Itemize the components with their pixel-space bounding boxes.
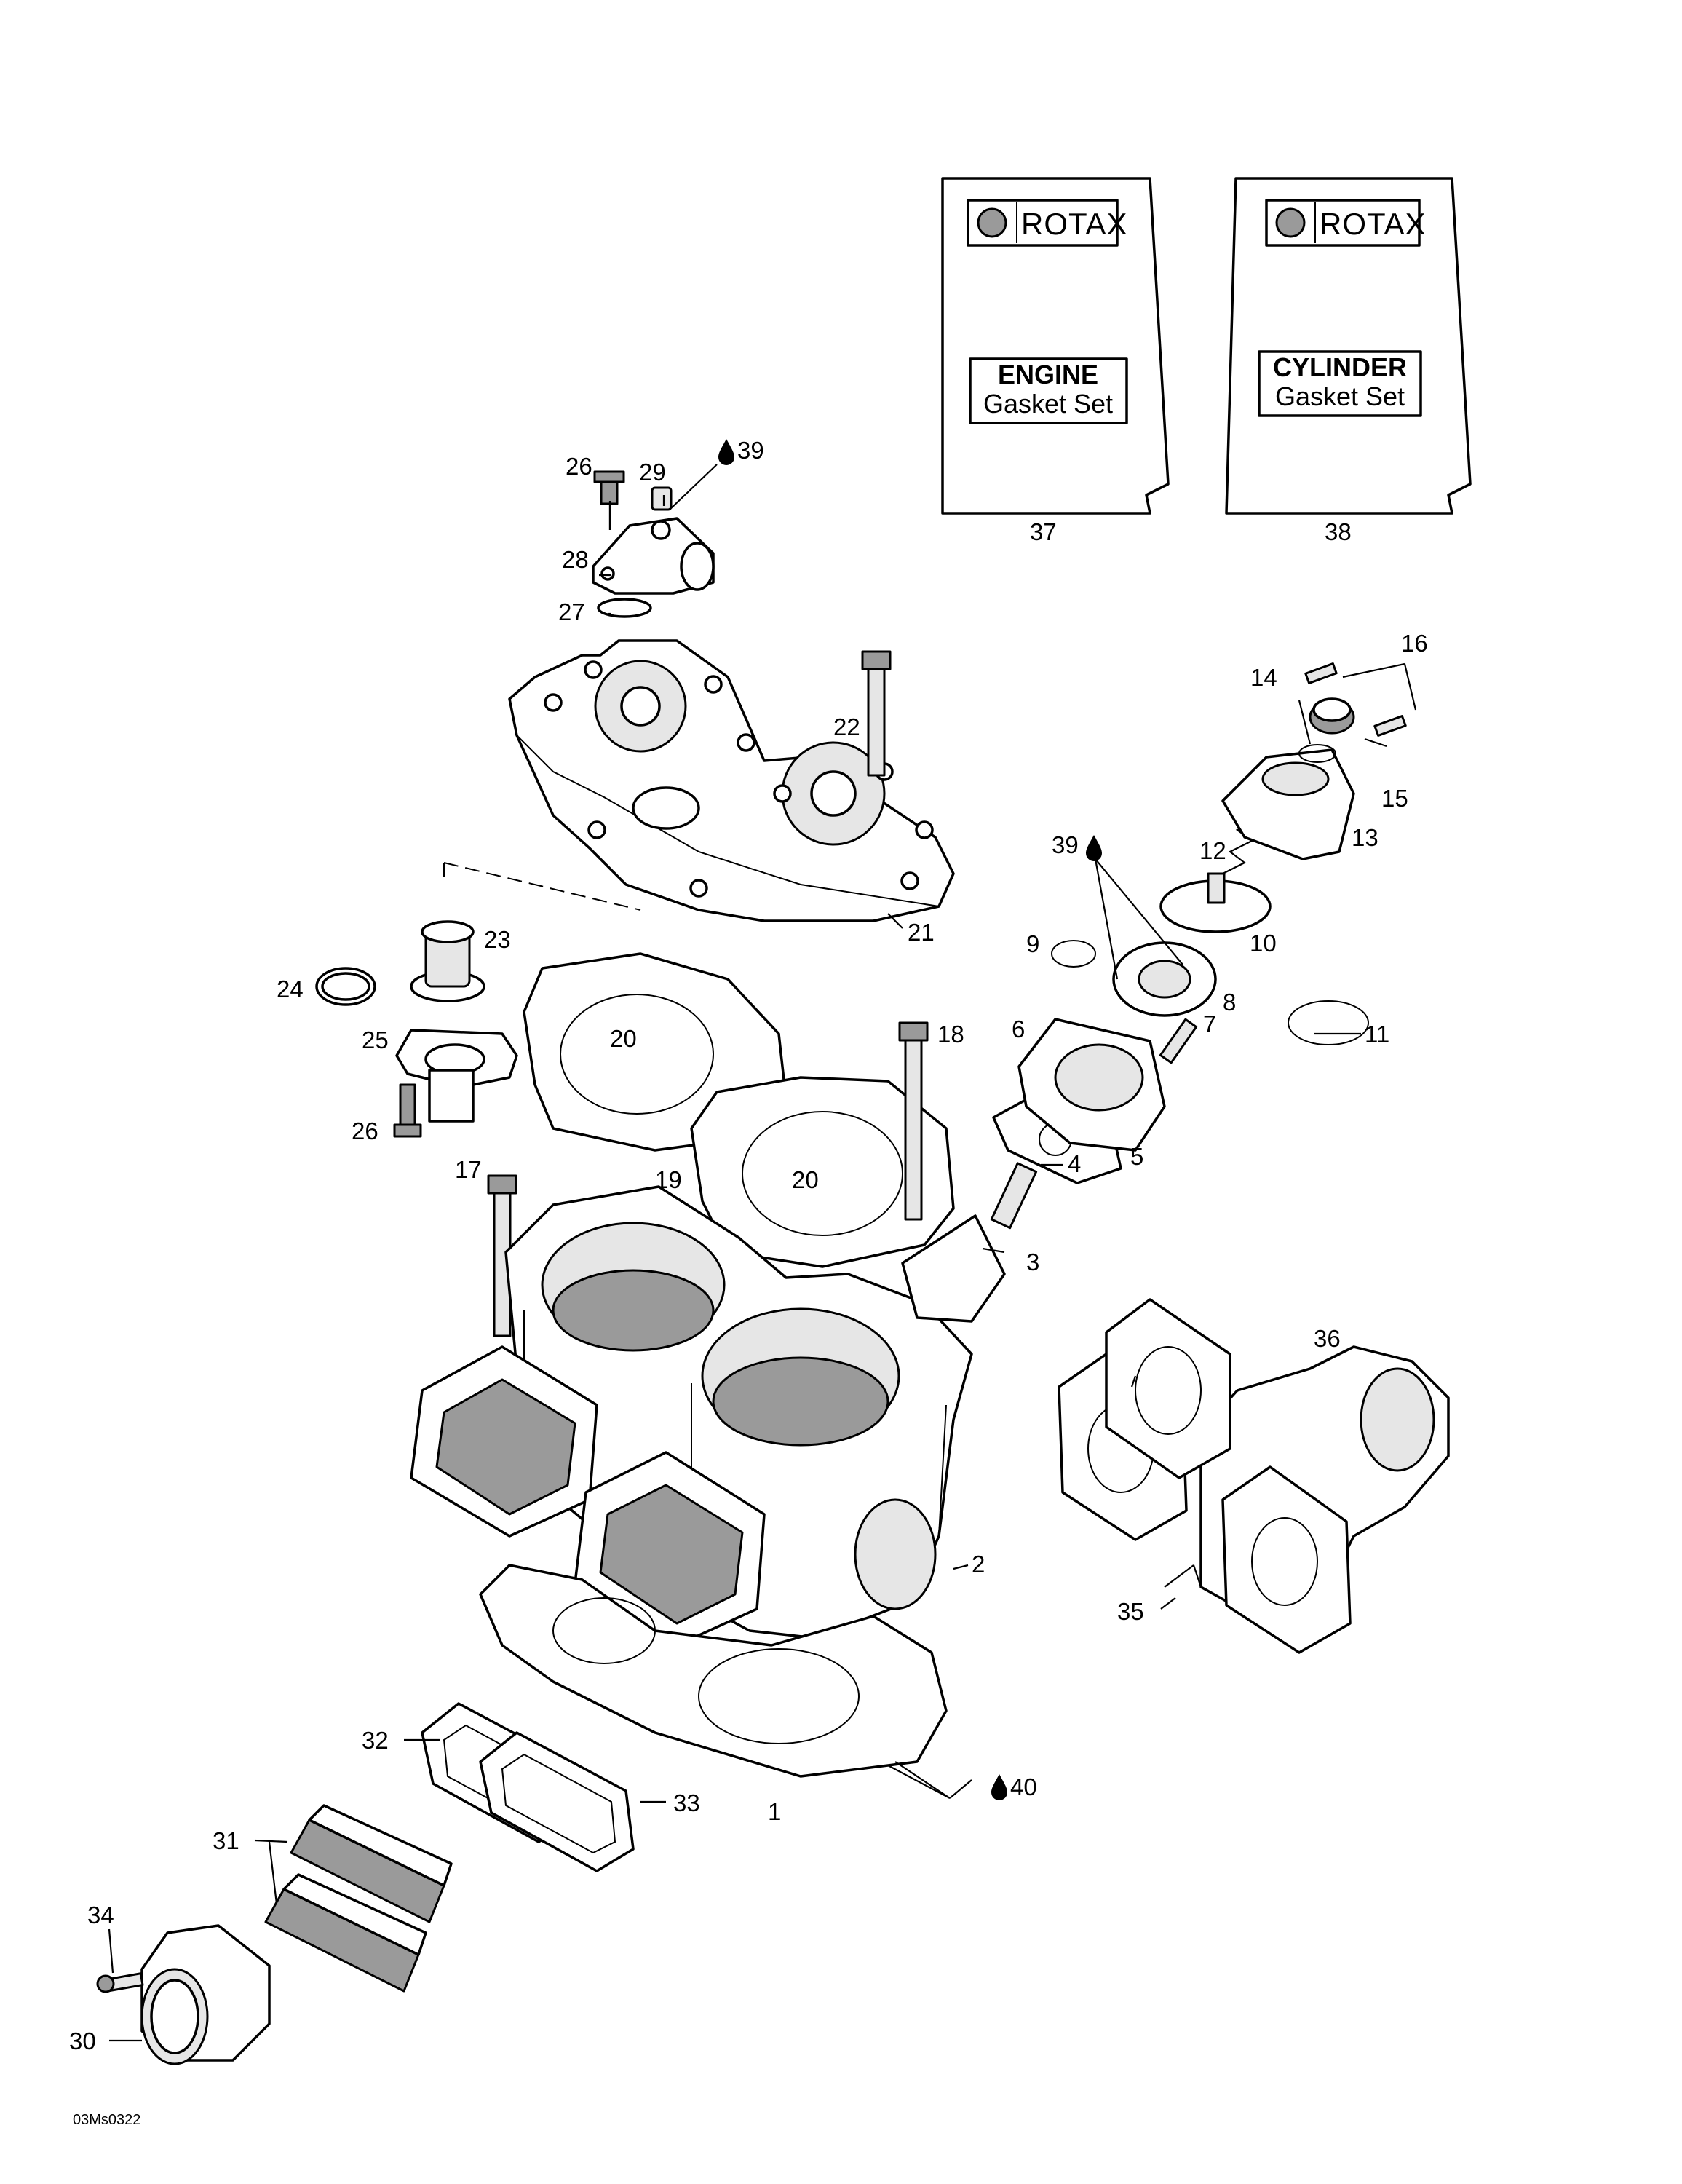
kit-subtitle: Gasket Set: [983, 389, 1113, 419]
callout-34: 34: [87, 1902, 114, 1928]
cylinder-head: [508, 639, 955, 922]
exhaust-valve: [901, 1162, 1038, 1323]
reed-block-gasket-33: [479, 1731, 635, 1872]
callout-20b: 20: [792, 1166, 819, 1193]
callout-26b: 26: [352, 1117, 378, 1144]
callout-18: 18: [937, 1021, 964, 1048]
callout-40: 40: [1010, 1773, 1037, 1800]
kit-title: CYLINDER: [1273, 352, 1407, 382]
callout-26a: 26: [566, 453, 592, 480]
kit-brand: ROTAX: [1320, 207, 1427, 241]
callout-37: 37: [1030, 518, 1057, 545]
exhaust-flange-gasket-35b: [1105, 1298, 1231, 1479]
callout-39a: 39: [737, 437, 764, 464]
reed-valve-31a: [290, 1804, 453, 1923]
callout-8: 8: [1223, 989, 1236, 1016]
callout-4: 4: [1068, 1150, 1081, 1177]
engine-gasket-kit: ROTAX ENGINE Gasket Set: [941, 177, 1170, 515]
callout-7: 7: [1203, 1010, 1216, 1037]
callout-2: 2: [972, 1551, 985, 1578]
callout-3: 3: [1026, 1249, 1039, 1275]
callout-29: 29: [639, 459, 666, 486]
intake-box-left: [410, 1345, 598, 1538]
thermostat-outlet-housing: [592, 470, 715, 618]
callout-labels: 1 2 3 4 5 6 7 8 9 10 11 12 13 14 15 16 1…: [69, 437, 1428, 2054]
callout-13: 13: [1352, 824, 1378, 851]
intake-manifold-30: [140, 1924, 271, 2065]
callout-5: 5: [1130, 1143, 1143, 1170]
callout-27: 27: [558, 598, 585, 625]
callout-9: 9: [1026, 930, 1039, 957]
valve-cover-plate-10: [1159, 872, 1272, 933]
callout-1: 1: [768, 1798, 781, 1825]
callout-33: 33: [673, 1789, 700, 1816]
kit-title: ENGINE: [998, 360, 1098, 389]
drop-icon: [991, 1774, 1007, 1800]
leader-lines: [108, 464, 1417, 2042]
intake-screw-34: [96, 1972, 144, 1993]
reed-valve-31b: [264, 1873, 427, 1993]
kit-brand: ROTAX: [1021, 207, 1128, 241]
callout-23: 23: [484, 926, 511, 953]
o-ring-9: [1051, 940, 1096, 968]
callout-31: 31: [213, 1827, 239, 1854]
callout-16: 16: [1401, 630, 1428, 657]
base-gasket: [479, 1564, 948, 1778]
callout-19: 19: [655, 1166, 682, 1193]
intake-box-right: [574, 1451, 766, 1647]
callout-15: 15: [1381, 785, 1408, 812]
callout-10: 10: [1250, 930, 1277, 957]
valve-housing: [1017, 1018, 1166, 1152]
callout-12: 12: [1199, 837, 1226, 864]
drop-icon: [718, 439, 734, 465]
thermostat-assembly: [315, 920, 518, 1138]
callout-21: 21: [908, 919, 935, 946]
housing-screw-7: [1159, 1018, 1198, 1064]
callout-28: 28: [562, 546, 589, 573]
o-ring-11: [1288, 1000, 1369, 1045]
callout-20a: 20: [610, 1025, 637, 1052]
callout-39b: 39: [1052, 831, 1079, 858]
cylinder-stud-18: [898, 1021, 929, 1221]
cap-15: [1309, 697, 1355, 735]
screw-16: [1304, 662, 1407, 737]
callout-38: 38: [1325, 518, 1352, 545]
callout-22: 22: [833, 713, 860, 740]
piston-8: [1112, 941, 1217, 1017]
valve-cover-13: [1221, 748, 1355, 860]
callout-30: 30: [69, 2027, 96, 2054]
callout-24: 24: [277, 976, 304, 1002]
cylinder-head-bolt: [861, 650, 892, 777]
callout-32: 32: [362, 1727, 389, 1754]
callout-6: 6: [1012, 1016, 1025, 1042]
drawing-code: 03Ms0322: [73, 2112, 140, 2128]
callout-25: 25: [362, 1026, 389, 1053]
drop-icon: [1086, 835, 1102, 861]
callout-11: 11: [1365, 1021, 1389, 1048]
callout-35: 35: [1117, 1598, 1144, 1625]
cylinder-gasket-kit: ROTAX CYLINDER Gasket Set: [1225, 177, 1472, 515]
o-ring-14: [1298, 744, 1336, 763]
callout-17: 17: [455, 1156, 482, 1183]
callout-14: 14: [1250, 664, 1277, 691]
callout-36: 36: [1314, 1325, 1341, 1352]
exhaust-flange-gasket-35c: [1221, 1465, 1352, 1654]
kit-subtitle: Gasket Set: [1275, 381, 1405, 411]
